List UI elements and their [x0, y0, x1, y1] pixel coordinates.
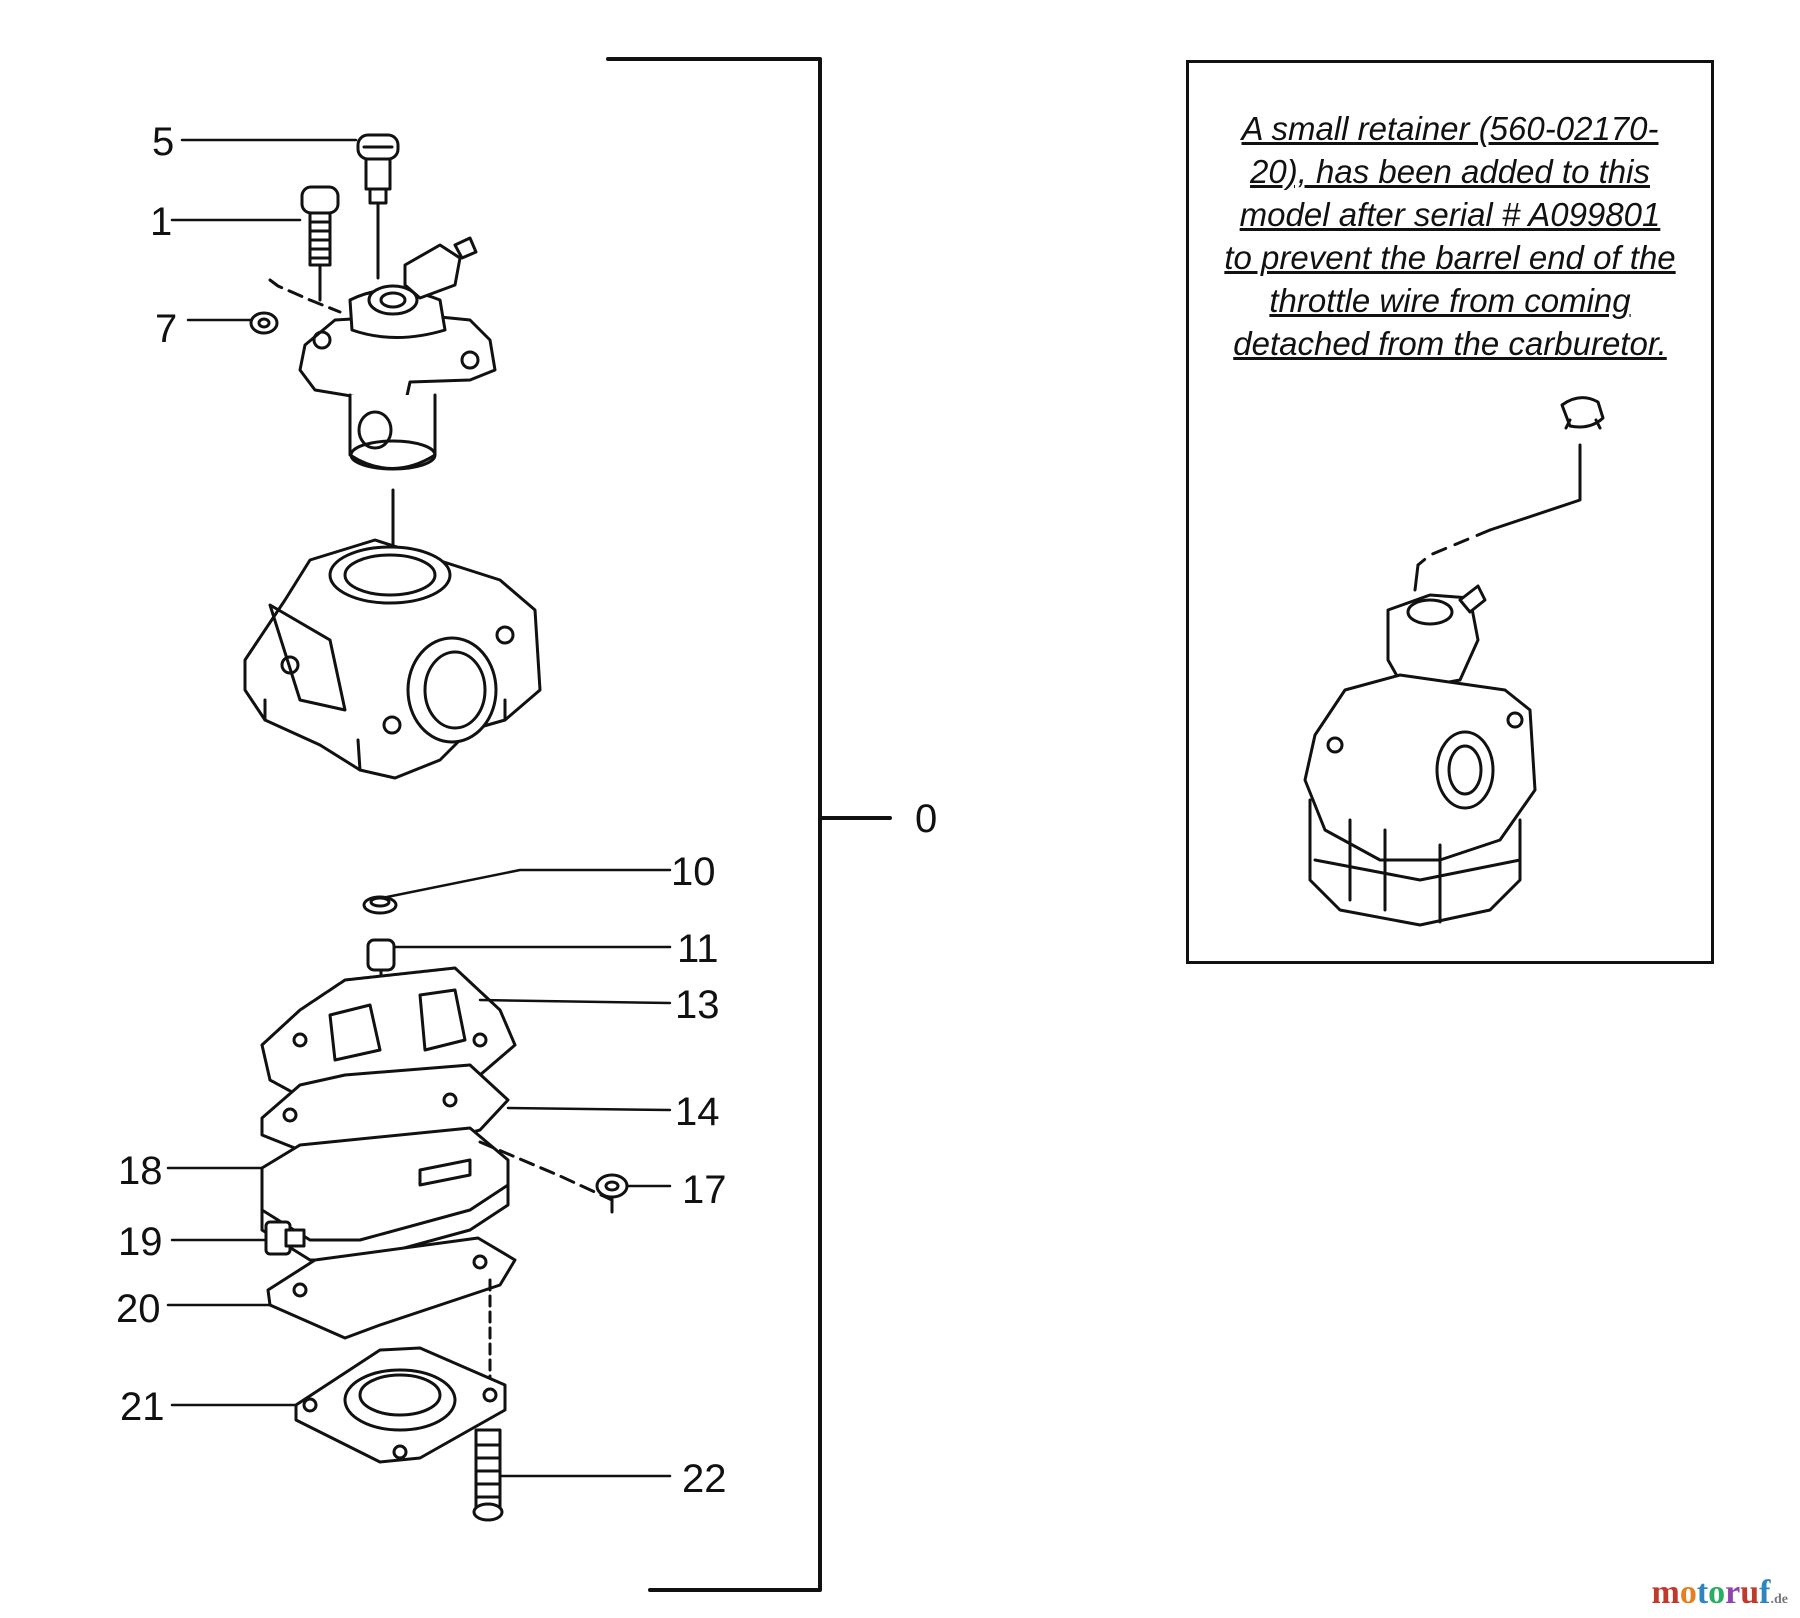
note-line: model after serial # A099801 [1239, 196, 1661, 233]
watermark-suffix: .de [1770, 1592, 1789, 1607]
watermark-brand: motoruf [1652, 1574, 1771, 1611]
callout-11: 11 [677, 927, 719, 971]
note-line: throttle wire from coming [1269, 282, 1631, 319]
note-line: detached from the carburetor. [1233, 325, 1667, 362]
part-20-gasket [266, 1236, 517, 1392]
callout-5: 5 [152, 120, 174, 164]
callout-22: 22 [682, 1457, 727, 1501]
inset-illustration [1303, 396, 1605, 927]
callout-17: 17 [682, 1168, 727, 1212]
callout-14: 14 [675, 1090, 720, 1134]
part-10-ring [362, 895, 398, 915]
callout-13: 13 [675, 983, 720, 1027]
callout-10: 10 [671, 850, 716, 894]
part-21-cover-plate [294, 1346, 507, 1464]
callout-18: 18 [118, 1149, 163, 1193]
brand-watermark: motoruf.de [1652, 1574, 1789, 1612]
note-line: to prevent the barrel end of the [1224, 239, 1676, 276]
watermark-letter: f [1759, 1574, 1771, 1611]
part-19-fitting [264, 1220, 306, 1256]
callout-1: 1 [150, 200, 172, 244]
callout-0: 0 [915, 797, 937, 841]
carburetor-main-body [243, 538, 542, 780]
service-note-box: A small retainer (560-02170- 20), has be… [1186, 60, 1714, 964]
watermark-letter: u [1740, 1574, 1760, 1611]
watermark-letter: t [1696, 1574, 1709, 1611]
watermark-letter: r [1725, 1574, 1741, 1611]
callout-21: 21 [120, 1385, 165, 1429]
callout-labels: 0 5 1 7 10 11 13 14 17 18 19 20 21 22 [116, 120, 937, 1501]
watermark-letter: o [1708, 1574, 1726, 1611]
retainer-clip [1560, 396, 1605, 430]
part-5-adjust-screw [356, 133, 400, 280]
part-1-screw [300, 185, 340, 302]
watermark-letter: m [1651, 1574, 1680, 1611]
throttle-body [298, 236, 497, 592]
watermark-letter: o [1679, 1574, 1697, 1611]
assembly-bracket [606, 57, 892, 1592]
leader-lines [166, 138, 672, 1478]
callout-19: 19 [118, 1220, 163, 1264]
service-note-text: A small retainer (560-02170- 20), has be… [1209, 107, 1691, 365]
part-7-nut [249, 278, 342, 335]
note-line: A small retainer (560-02170- [1241, 110, 1659, 147]
assembled-carburetor [1303, 584, 1537, 927]
note-line: 20), has been added to this [1250, 153, 1650, 190]
callout-7: 7 [155, 307, 177, 351]
part-22-screw [472, 1428, 504, 1522]
callout-20: 20 [116, 1287, 161, 1331]
